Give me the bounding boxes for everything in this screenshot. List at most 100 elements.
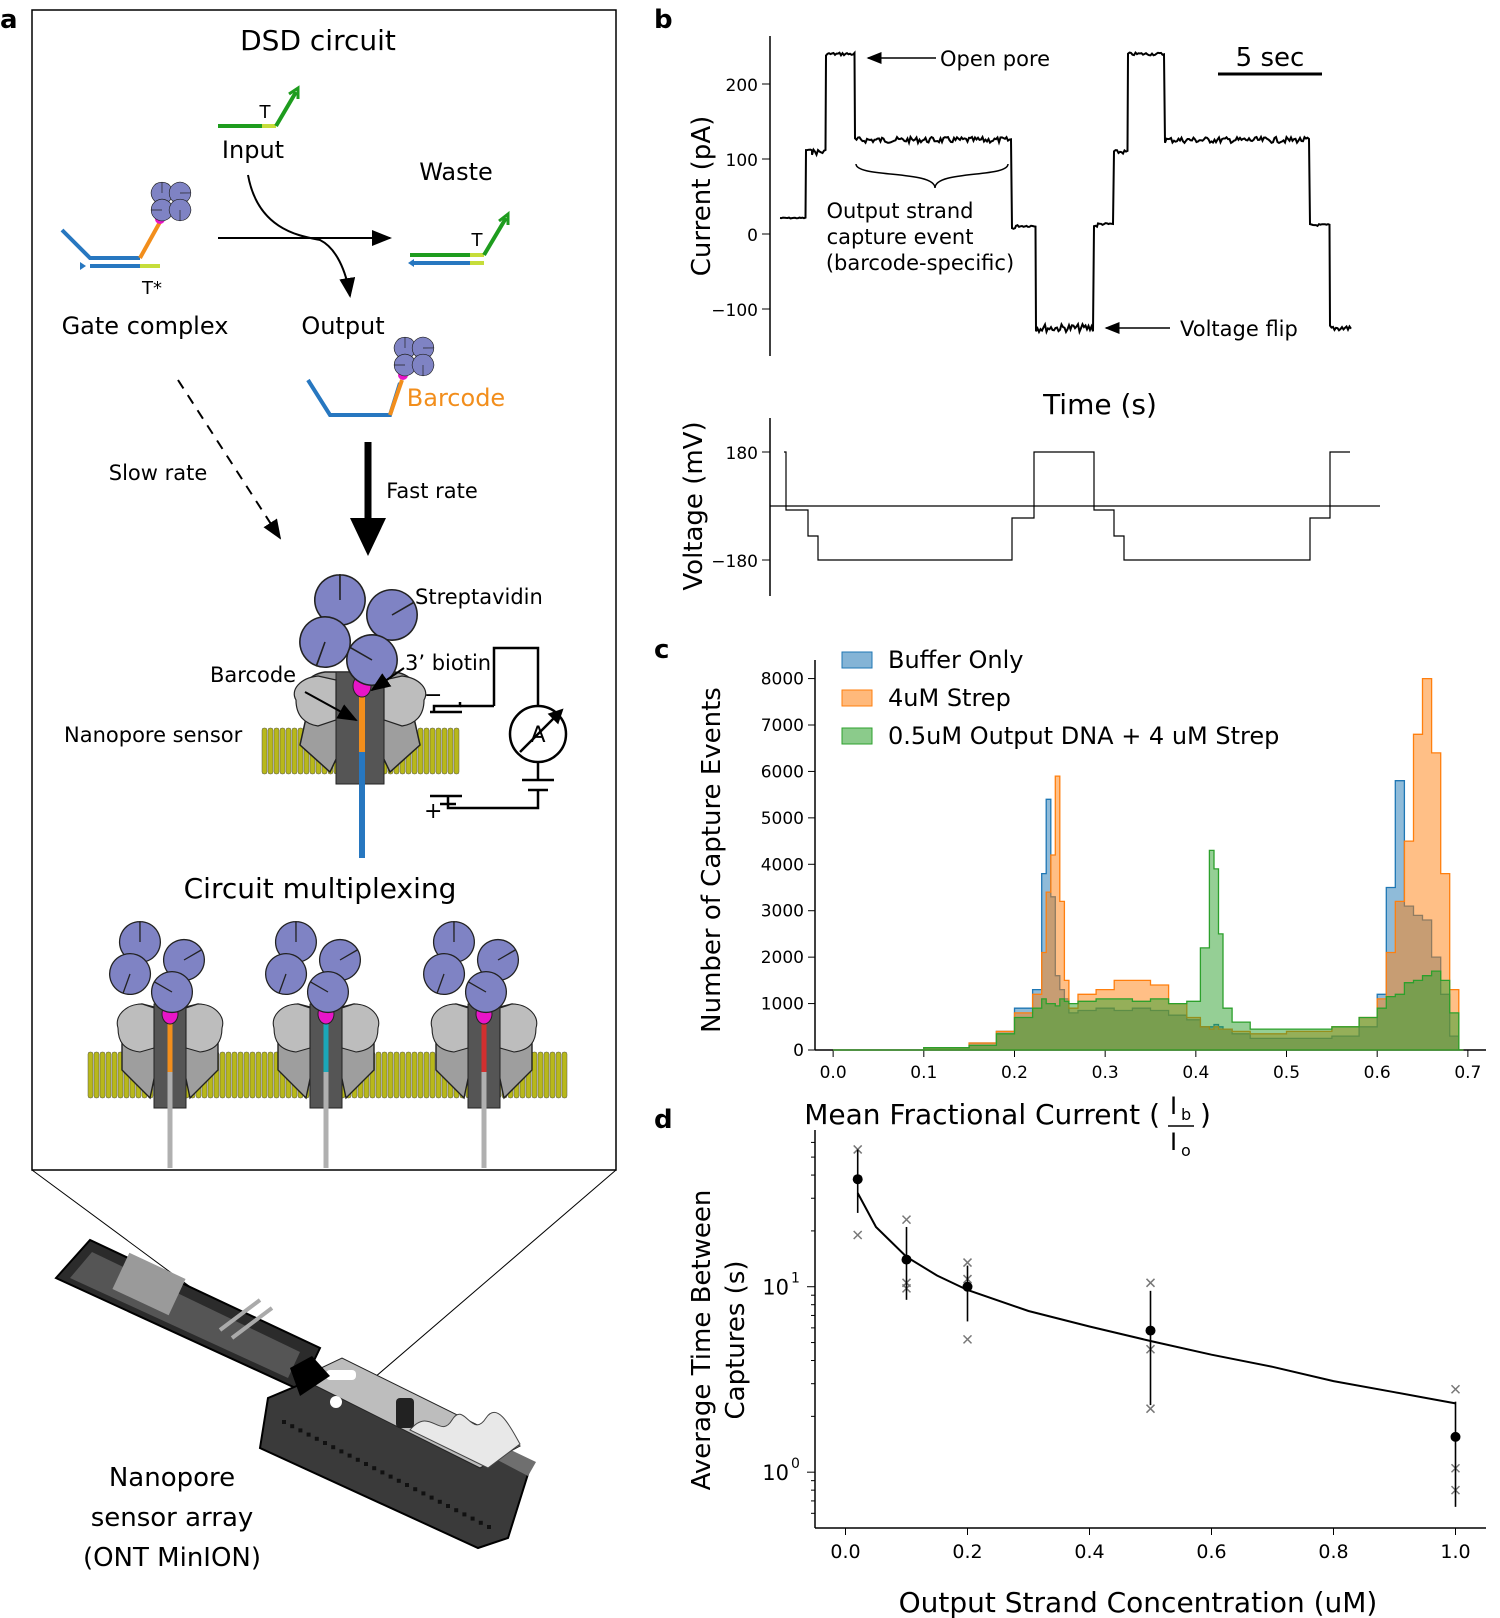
vent-hole: [314, 1436, 319, 1441]
vent-hole: [290, 1424, 295, 1429]
y-tick-exponent: 1: [791, 1271, 800, 1287]
lipid-molecule: [261, 727, 268, 775]
x-tick-label: 0.6: [1364, 1063, 1391, 1083]
pore-cap: [341, 1003, 380, 1053]
waste-label: Waste: [419, 158, 493, 186]
biotin-label: 3’ biotin: [405, 651, 491, 675]
legend-label: 4uM Strep: [888, 684, 1011, 712]
lipid-molecule: [225, 1051, 232, 1099]
lipid-molecule: [405, 1051, 412, 1099]
x-tick-label: 0.2: [952, 1541, 982, 1563]
multiplex-pore: [103, 920, 224, 1168]
lipid-molecule: [87, 1051, 94, 1099]
replicate-point: [1145, 1404, 1156, 1414]
vent-hole: [347, 1453, 352, 1458]
streptavidin-label: Streptavidin: [415, 585, 543, 609]
chart-d-y-label-line1: Average Time Between: [687, 1190, 717, 1491]
minion-device: [54, 1238, 536, 1550]
lipid-molecule: [393, 1051, 400, 1099]
x-tick-label: 0.2: [1001, 1063, 1028, 1083]
lipid-molecule: [291, 727, 298, 775]
svg-text:b: b: [1181, 1105, 1191, 1124]
voltage-tick: −180: [711, 552, 758, 572]
pore-cap: [272, 1003, 311, 1053]
lipid-molecule: [417, 1051, 424, 1099]
y-tick-label: 10: [762, 1276, 789, 1300]
lipid-molecule: [255, 1051, 262, 1099]
lipid-molecule: [387, 1051, 394, 1099]
waste-complex: [408, 210, 510, 267]
lipid-molecule: [219, 1051, 226, 1099]
lipid-molecule: [99, 1051, 106, 1099]
vent-hole: [413, 1487, 418, 1492]
panel-letter-c: c: [654, 635, 669, 665]
panel-letter-b: b: [654, 5, 673, 35]
current-y-ticks: 200 100 0 −100: [711, 76, 770, 321]
histogram-series-3: [833, 849, 1464, 1051]
output-label: Output: [301, 312, 384, 340]
replicate-point: [853, 1144, 863, 1154]
capture-label-line3: (barcode-specific): [826, 251, 1014, 275]
time-x-label: Time (s): [1042, 388, 1157, 421]
histogram-chart: Number of Capture Events Mean Fractional…: [697, 646, 1486, 1160]
vent-hole: [454, 1508, 459, 1513]
lipid-molecule: [399, 1051, 406, 1099]
lipid-molecule: [435, 727, 442, 775]
input-label: Input: [222, 136, 284, 164]
vent-hole: [487, 1525, 491, 1529]
mean-point: [852, 1174, 863, 1185]
y-tick-label: 0: [793, 1041, 804, 1061]
vent-hole: [462, 1512, 467, 1517]
legend-label: Buffer Only: [888, 646, 1023, 674]
gate-complex-label: Gate complex: [62, 312, 229, 340]
vent-hole: [355, 1457, 360, 1462]
dsd-circuit-title: DSD circuit: [240, 24, 396, 57]
vent-hole: [429, 1495, 434, 1500]
x-tick-label: 0.4: [1074, 1541, 1104, 1563]
y-tick-label: 1000: [761, 995, 804, 1015]
pore-cap: [499, 1003, 538, 1053]
lipid-molecule: [411, 1051, 418, 1099]
y-tick-label: 2000: [761, 948, 804, 968]
mean-point: [1450, 1431, 1461, 1442]
lipid-molecule: [531, 1051, 538, 1099]
y-tick-label: 5000: [761, 809, 804, 829]
vent-hole: [364, 1462, 368, 1466]
input-strand: [218, 85, 300, 128]
y-tick-exponent: 0: [791, 1456, 800, 1472]
chart-c-y-label: Number of Capture Events: [697, 687, 727, 1033]
lipid-molecule: [375, 1051, 382, 1099]
svg-text:I: I: [1170, 1128, 1177, 1156]
vent-hole: [331, 1445, 336, 1450]
lipid-molecule: [423, 1051, 430, 1099]
x-tick-label: 0.0: [820, 1063, 847, 1083]
current-tick: 200: [726, 76, 758, 96]
plus-label: +: [424, 799, 442, 824]
barcode-label: Barcode: [210, 663, 296, 687]
waste-toehold-label: T: [471, 230, 484, 251]
device-label-line2: sensor array: [91, 1503, 254, 1533]
measurement-circuit: [430, 646, 568, 810]
lipid-molecule: [237, 1051, 244, 1099]
voltage-tick: 180: [726, 444, 758, 464]
vent-hole: [380, 1470, 385, 1475]
input-toehold-label: T: [259, 102, 272, 123]
voltage-trace: [784, 451, 1350, 561]
lipid-molecule: [561, 1051, 568, 1099]
chart-d-x-label: Output Strand Concentration (uM): [899, 1586, 1378, 1618]
svg-text:Mean Fractional Current (: Mean Fractional Current (: [804, 1098, 1160, 1131]
replicate-point: [853, 1230, 863, 1240]
vent-hole: [478, 1520, 483, 1525]
y-tick-label: 10: [762, 1461, 789, 1485]
current-tick: 100: [726, 151, 758, 171]
legend-swatch: [841, 689, 873, 707]
legend-label: 0.5uM Output DNA + 4 uM Strep: [888, 722, 1279, 750]
replicate-point: [962, 1258, 973, 1268]
panel-a: DSD circuit T Input Waste T* Gate: [31, 9, 617, 1573]
current-tick: 0: [747, 226, 758, 246]
lipid-molecule: [285, 727, 292, 775]
replicate-point: [901, 1215, 912, 1225]
panel-letter-a: a: [0, 5, 18, 35]
vent-hole: [437, 1499, 442, 1504]
